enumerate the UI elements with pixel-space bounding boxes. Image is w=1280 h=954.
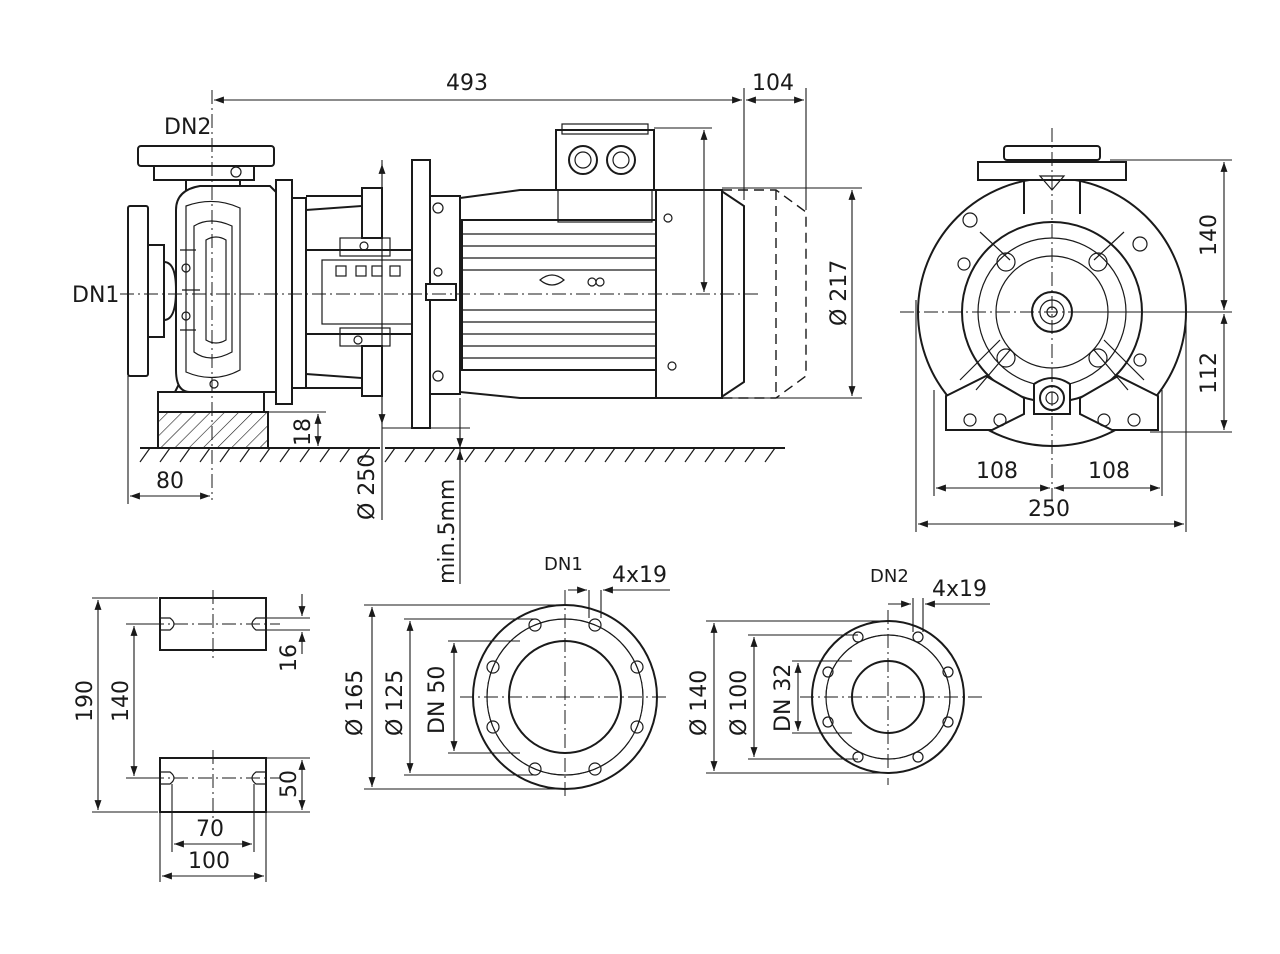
dn2-dimensions <box>706 598 990 774</box>
dim-foot-inner: 140 <box>109 680 134 722</box>
dim-overall-length: 493 <box>446 71 488 96</box>
dim-dn1-pcd: Ø 125 <box>383 670 408 736</box>
dim-dn2-pcd: Ø 100 <box>727 670 752 736</box>
motor <box>459 123 807 399</box>
dim-foot-total: 190 <box>73 680 98 722</box>
label-dn2: DN2 <box>164 115 211 140</box>
dim-inlet-offset: 80 <box>156 469 184 494</box>
pump-housing <box>127 145 461 429</box>
front-view: 140 112 108 108 250 <box>900 128 1232 532</box>
dn1-flange-view: DN1 4x19 Ø 165 Ø 125 DN 50 <box>343 554 670 800</box>
dim-min-clearance: min.5mm <box>435 479 460 584</box>
dim-motor-tail: 104 <box>752 71 794 96</box>
ground-line <box>139 447 785 463</box>
side-view: DN2 DN1 493 104 Ø 217 Ø 250 18 80 min.5m… <box>72 71 862 584</box>
dim-foot-depth: 50 <box>277 770 302 798</box>
dim-front-bottom: 112 <box>1197 352 1222 394</box>
dim-dn2-bore: DN 32 <box>771 664 796 732</box>
front-dimensions <box>915 159 1232 532</box>
base-block <box>157 411 269 449</box>
dim-dn2-outer: Ø 140 <box>687 670 712 736</box>
label-dn2-flange: DN2 <box>870 566 909 587</box>
dim-motor-dia: Ø 217 <box>827 260 852 326</box>
dim-dn1-holes: 4x19 <box>612 563 667 588</box>
foot-detail: 190 140 16 50 70 100 <box>73 590 310 882</box>
dim-foot-slot: 70 <box>196 817 224 842</box>
dim-dn1-outer: Ø 165 <box>343 670 368 736</box>
dn1-dimensions <box>364 586 670 790</box>
dim-flange-dia: Ø 250 <box>355 454 380 520</box>
label-dn1: DN1 <box>72 283 119 308</box>
dim-dn2-holes: 4x19 <box>932 577 987 602</box>
dim-front-top: 140 <box>1197 214 1222 256</box>
dim-foot-thick: 16 <box>277 644 302 672</box>
side-dimensions <box>127 88 862 584</box>
dim-dn1-bore: DN 50 <box>425 666 450 734</box>
dn2-flange-view: DN2 4x19 Ø 140 Ø 100 DN 32 <box>687 566 990 785</box>
dim-foot-width: 100 <box>188 849 230 874</box>
dim-front-left: 108 <box>976 459 1018 484</box>
label-dn1-flange: DN1 <box>544 554 583 575</box>
foot-dimensions <box>92 594 310 882</box>
dim-front-width: 250 <box>1028 497 1070 522</box>
dim-base-height: 18 <box>291 418 316 446</box>
dim-front-right: 108 <box>1088 459 1130 484</box>
